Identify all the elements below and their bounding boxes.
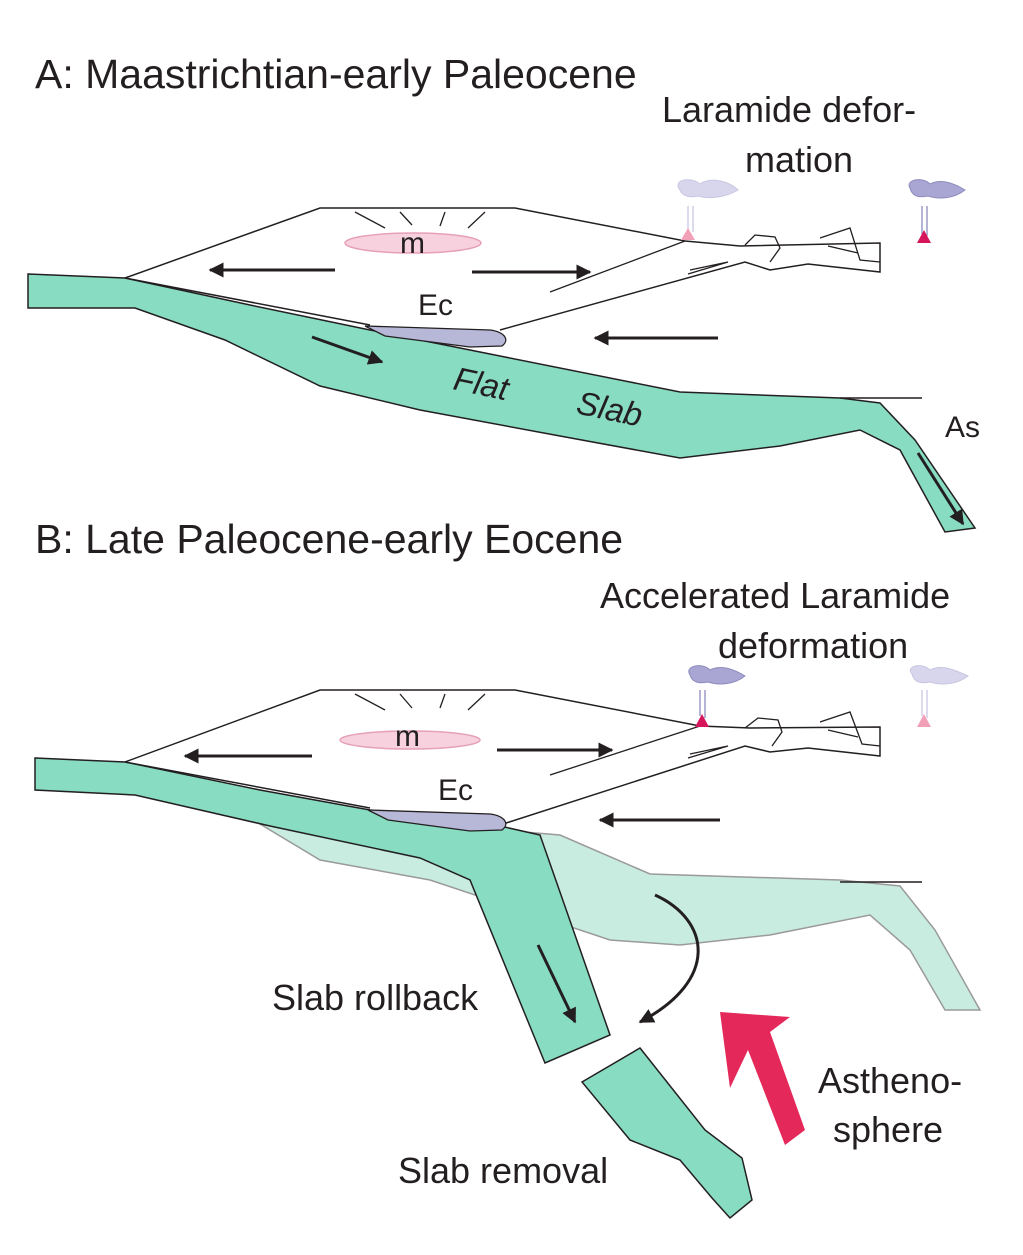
panel-b-volcano-active [688, 665, 746, 727]
panel-b-rollback-arrow [536, 944, 577, 1024]
panel-b-crust-base [124, 761, 371, 809]
panel-a-slab-motion-arrow [311, 335, 384, 365]
panel-b: B: Late Paleocene-early Eocene Accelerat… [34, 516, 982, 1220]
panel-a-crust-base [124, 277, 371, 326]
panel-b-removal-label: Slab removal [398, 1150, 608, 1191]
panel-b-title: B: Late Paleocene-early Eocene [35, 516, 623, 562]
panel-b-asthenosphere-label-line2: sphere [833, 1109, 943, 1150]
panel-b-thrust-faults [549, 711, 881, 776]
panel-a: A: Maastrichtian-early Paleocene Laramid… [27, 51, 980, 533]
panel-a-title: A: Maastrichtian-early Paleocene [35, 51, 637, 97]
panel-a-volcano-active [908, 179, 966, 243]
panel-a-thrust-faults [549, 227, 881, 293]
panel-a-magma-label: m [400, 227, 425, 260]
panel-b-asthenosphere-arrow [720, 1012, 805, 1145]
panel-b-eclogite [367, 809, 507, 832]
panel-b-magma-lens [339, 730, 481, 750]
panel-b-magma-label: m [395, 720, 420, 753]
panel-a-slab-sink-arrow [916, 452, 965, 526]
panel-a-basin-faults [354, 211, 486, 229]
panel-b-volcano-inactive [909, 665, 969, 727]
panel-b-detached-slab [580, 1047, 753, 1220]
panel-a-deformation-label-line2: mation [745, 139, 853, 180]
panel-a-eclogite [364, 325, 507, 348]
panel-a-deformation-label-line1: Laramide defor- [662, 89, 916, 130]
panel-b-inflow-curved-arrow [638, 893, 700, 1024]
panel-a-as-label: As [945, 411, 980, 444]
panel-a-crust-wedge [124, 207, 881, 331]
panel-b-rollback-slab [34, 757, 611, 1064]
panel-b-asthenosphere-label-line1: Astheno- [818, 1060, 962, 1101]
panel-a-volcano-inactive [677, 179, 739, 240]
panel-b-rollback-label: Slab rollback [272, 977, 479, 1018]
panel-a-eclogite-label: Ec [418, 289, 453, 322]
panel-b-deformation-label-line2: deformation [718, 625, 908, 666]
panel-a-magma-lens [344, 232, 482, 254]
panel-b-basin-faults [354, 693, 486, 711]
panel-b-eclogite-label: Ec [438, 774, 473, 807]
panel-b-deformation-label-line1: Accelerated Laramide [600, 575, 950, 616]
panel-b-crust-wedge [124, 689, 881, 826]
